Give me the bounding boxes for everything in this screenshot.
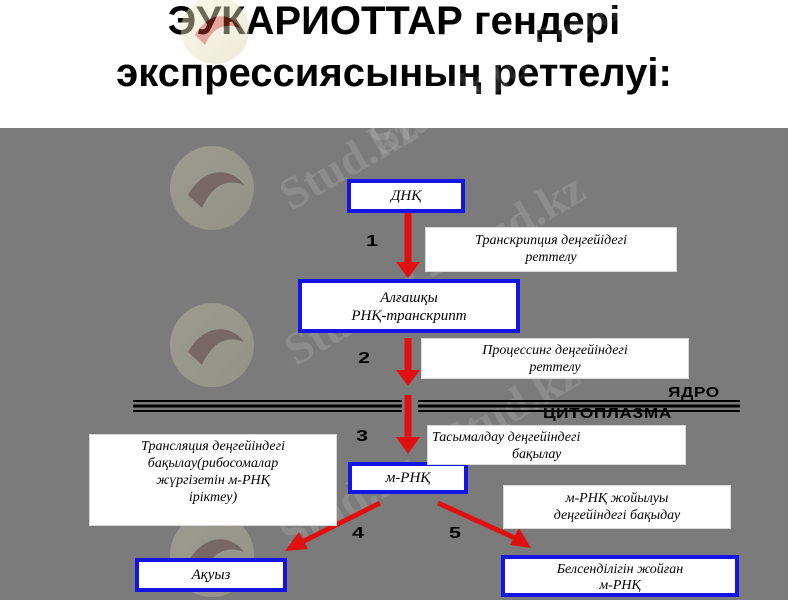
label-transport-line-1: Тасымалдау деңгейіндегі [432,430,581,445]
step-number-3: 3 [356,428,369,445]
node-primary-transcript-line-2: РНҚ-транскрипт [351,308,467,324]
label-processing-level: Процессинг деңгейіндегі реттелу [421,338,689,379]
node-protein: Ақуыз [135,558,287,592]
label-degradation-line-1: м-РНҚ жойылуы [565,491,669,506]
node-mrna: м-РНҚ [348,462,468,494]
step-number-5: 5 [449,525,462,542]
title-area: ЭУКАРИОТТАР гендері экспрессиясының ретт… [0,0,788,128]
label-transport-level: Тасымалдау деңгейіндегі бақылау [427,425,686,465]
watermark-logo-icon [181,0,249,64]
arrow-4 [285,500,382,551]
node-dna: ДНҚ [347,179,465,213]
step-number-1: 1 [366,233,379,250]
node-inactive-mrna-line-1: Белсенділігін жойған [556,562,684,577]
node-dna-label: ДНҚ [390,188,422,204]
label-translation-line-3: жүргізетін м-РНҚ [156,473,270,488]
arrow-5 [436,500,531,548]
label-translation-line-4: іріктеу) [188,490,238,505]
label-translation-level: Трансляция деңгейіндегі бақылау(рибосома… [89,434,337,526]
arrow-3 [396,395,420,454]
node-protein-label: Ақуыз [191,567,231,583]
label-transcription-line-1: Транскрипция деңгейідегі [475,233,627,248]
node-mrna-label: м-РНҚ [385,470,431,486]
label-translation-line-1: Трансляция деңгейіндегі [141,439,285,454]
region-label-nucleus: ЯДРО [668,384,720,401]
node-inactive-mrna-line-2: м-РНҚ [599,578,641,593]
label-degradation-line-2: деңгейіндегі бақыдау [553,508,681,523]
node-primary-transcript-line-1: Алғашқы [380,290,438,306]
label-degradation-level: м-РНҚ жойылуы деңгейіндегі бақыдау [503,485,731,529]
step-number-4: 4 [352,525,365,542]
label-transport-line-2: бақылау [512,447,562,462]
label-transcription-level: Транскрипция деңгейідегі реттелу [425,227,677,272]
step-number-2: 2 [358,350,371,367]
label-transcription-line-2: реттелу [525,250,577,265]
watermark-logo-icon [170,303,254,387]
label-translation-line-2: бақылау(рибосомалар [147,456,279,471]
label-processing-line-1: Процессинг деңгейіндегі [482,343,628,358]
arrow-2 [396,338,420,386]
region-label-cytoplasm: ЦИТОПЛАЗМА [543,405,672,422]
arrow-1 [396,211,420,278]
watermark-logo-icon [170,146,254,230]
node-inactive-mrna: Белсенділігін жойған м-РНҚ [501,555,739,597]
node-primary-transcript: Алғашқы РНҚ-транскрипт [298,279,520,333]
nuclear-membrane [133,400,740,412]
label-processing-line-2: реттелу [529,360,581,375]
